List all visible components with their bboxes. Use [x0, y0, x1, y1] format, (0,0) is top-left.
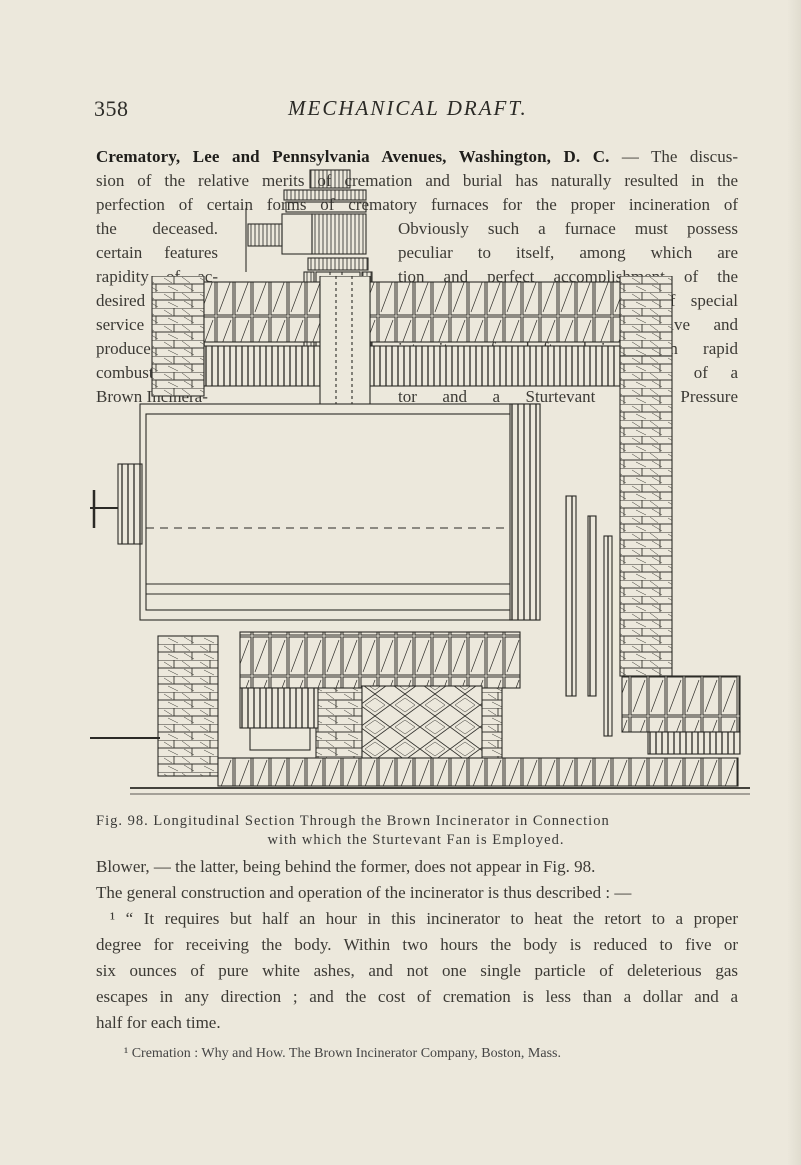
paragraph-bottom-line-2: The general construction and operation o…: [96, 883, 632, 902]
footnote: ¹ Cremation : Why and How. The Brown Inc…: [124, 1046, 561, 1061]
page-edge: [787, 0, 801, 1165]
paragraph-line-3: perfection of certain forms of crematory…: [96, 195, 738, 214]
paragraph-bottom-line-1: Blower, — the latter, being behind the f…: [96, 857, 596, 876]
figure-caption-line1: Fig. 98. Longitudinal Section Through th…: [96, 813, 610, 829]
incinerator-section-drawing: [90, 276, 750, 795]
figure-caption: Fig. 98. Longitudinal Section Through th…: [96, 812, 736, 850]
page-number: 358: [94, 96, 129, 121]
section-heading: Crematory, Lee and Pennsylvania Avenues,…: [96, 147, 610, 166]
left-column-line: certain features: [96, 243, 218, 262]
quote-line-4: escapes in any direction ; and the cost …: [96, 987, 738, 1006]
quote-line-1: ¹ “ It requires but half an hour in this…: [110, 909, 738, 928]
left-column-line: the deceased.: [96, 219, 218, 238]
paragraph-lead-rest: — The discus-: [609, 147, 738, 166]
running-head: MECHANICAL DRAFT.: [288, 96, 528, 120]
right-column-line: Obviously such a furnace must possess: [398, 219, 738, 238]
paragraph-line-2: sion of the relative merits of cremation…: [96, 171, 738, 190]
right-column-line: peculiar to itself, among which are: [398, 243, 738, 262]
quote-line-5: half for each time.: [96, 1013, 221, 1032]
quote-line-2: degree for receiving the body. Within tw…: [96, 935, 738, 954]
quote-line-3: six ounces of pure white ashes, and not …: [96, 961, 738, 980]
paragraph-line-1: Crematory, Lee and Pennsylvania Avenues,…: [96, 146, 738, 168]
figure-caption-line2: with which the Sturtevant Fan is Employe…: [267, 832, 565, 848]
